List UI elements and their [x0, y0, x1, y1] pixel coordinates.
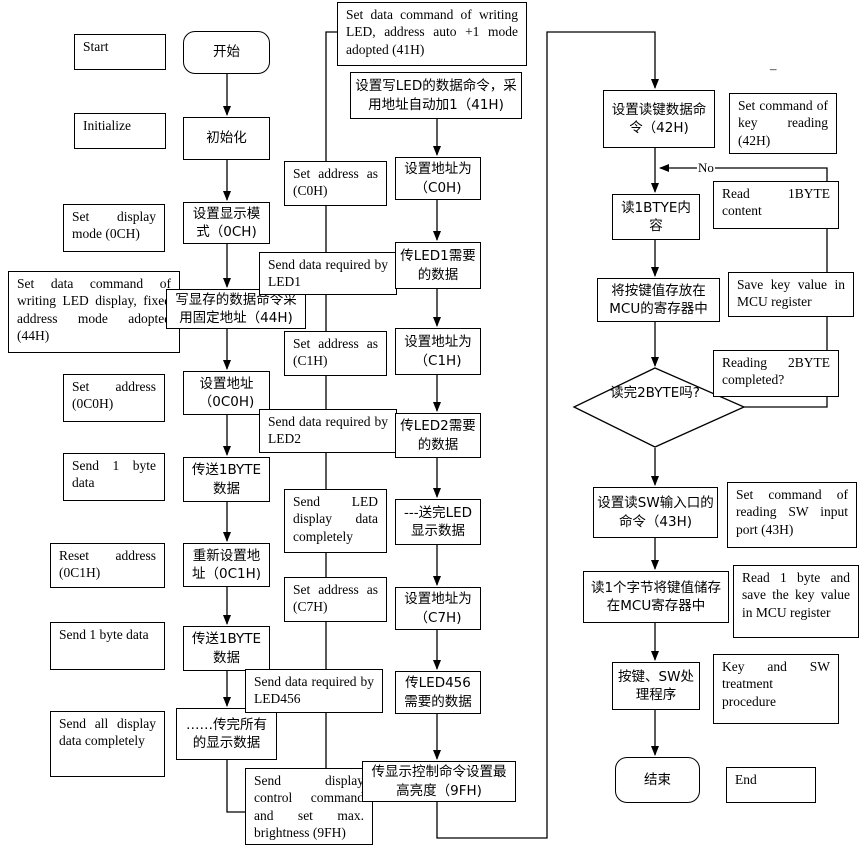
- no-label: No: [697, 160, 715, 176]
- read-key-cmd-box: 设置读键数据命令（42H): [603, 90, 715, 148]
- set-c1h-en-box: Set address as (C1H): [284, 331, 387, 376]
- send-led456-box: 传LED456需要的数据: [395, 671, 481, 714]
- send-1byte-a-box: 传送1BYTE数据: [183, 457, 270, 502]
- reset-address-en-box: Reset address (0C1H): [50, 543, 165, 588]
- send-all-box: ……传完所有的显示数据: [176, 708, 277, 760]
- read-save-byte-en-box: Read 1 byte and save the key value in MC…: [733, 565, 859, 638]
- set-sw-cmd-box: 设置读SW输入口的命令（43H): [593, 487, 718, 538]
- set-data-cmd-fixed-en-box: Set data command of writing LED display,…: [8, 271, 180, 353]
- set-c7h-en-box: Set address as (C7H): [284, 577, 387, 622]
- send-led2-en-box: Send data required by LED2: [259, 409, 397, 453]
- initialize-box: 初始化: [183, 117, 270, 160]
- save-key-en-box: Save key value in MCU register: [728, 272, 854, 317]
- read-1byte-box: 读1BTYE内容: [612, 194, 700, 240]
- read-key-cmd-en-box: Set command of key reading (42H): [729, 93, 837, 154]
- end-terminal: 结束: [615, 757, 700, 803]
- read-1byte-en-box: Read 1BYTE content: [713, 181, 839, 229]
- set-c7h-box: 设置地址为（C7H): [395, 587, 481, 630]
- display-control-en-box: Send display control command and set max…: [245, 768, 373, 845]
- start-en-box: Start: [74, 34, 166, 70]
- display-control-box: 传显示控制命令设置最高亮度（9FH): [362, 761, 516, 802]
- set-c0h-en-box: Set address as (C0H): [284, 161, 387, 206]
- send-complete-box: ---送完LED显示数据: [395, 499, 481, 545]
- start-terminal: 开始: [183, 31, 270, 74]
- set-display-mode-box: 设置显示模式（0CH): [183, 202, 270, 244]
- read-save-byte-box: 读1个字节将键值储存在MCU寄存器中: [583, 571, 729, 623]
- auto-increment-box: 设置写LED的数据命令，采用地址自动加1（41H): [350, 72, 522, 119]
- send-1-byte-a-en-box: Send 1 byte data: [63, 453, 165, 501]
- send-1-byte-b-en-box: Send 1 byte data: [50, 622, 165, 670]
- read-2byte-done-en-box: Reading 2BYTE completed?: [713, 350, 839, 397]
- key-sw-proc-en-box: Key and SW treatment procedure: [713, 654, 839, 724]
- send-complete-en-box: Send LED display data completely: [284, 489, 387, 553]
- read-2byte-done-decision: 读完2BYTE吗?: [610, 385, 700, 401]
- send-led456-en-box: Send data required by LED456: [245, 669, 383, 713]
- dash-mark: –: [769, 61, 778, 77]
- set-address-box: 设置地址（0C0H): [183, 371, 270, 415]
- send-led2-box: 传LED2需要的数据: [395, 413, 481, 458]
- send-1byte-b-box: 传送1BYTE数据: [183, 626, 270, 671]
- set-display-mode-en-box: Set display mode (0CH): [63, 204, 165, 252]
- send-led1-en-box: Send data required by LED1: [259, 252, 397, 295]
- set-address-0c0h-en-box: Set address (0C0H): [63, 374, 165, 422]
- save-key-box: 将按键值存放在MCU的寄存器中: [597, 278, 720, 322]
- initialize-en-box: Initialize: [74, 113, 166, 149]
- set-c0h-box: 设置地址为（C0H): [395, 157, 481, 200]
- end-en-box: End: [726, 767, 816, 803]
- key-sw-proc-box: 按键、SW处理程序: [612, 662, 700, 710]
- send-led1-box: 传LED1需要的数据: [395, 242, 481, 289]
- reset-address-box: 重新设置地址（0C1H): [183, 543, 270, 587]
- set-sw-cmd-en-box: Set command of reading SW input port (43…: [727, 482, 857, 548]
- send-all-en-box: Send all display data completely: [50, 711, 165, 777]
- set-c1h-box: 设置地址为（C1H): [395, 328, 481, 375]
- auto-increment-en-box: Set data command of writing LED, address…: [337, 2, 527, 66]
- write-fixed-address-box: 写显存的数据命令采用固定地址（44H): [166, 289, 306, 329]
